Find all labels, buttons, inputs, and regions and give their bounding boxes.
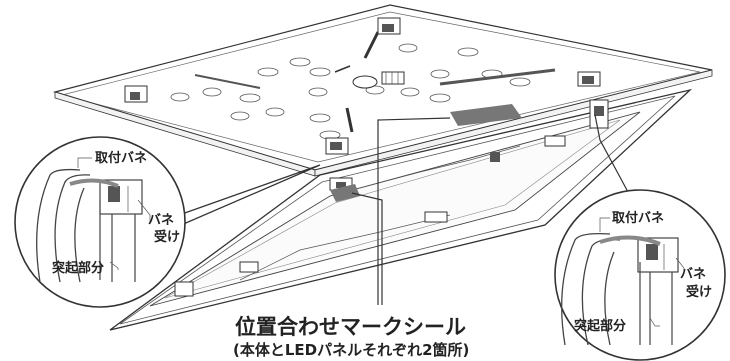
alignment-seal-panel	[330, 184, 360, 202]
left-spring-label: 取付バネ	[95, 150, 147, 166]
caption-subtitle: (本体とLEDパネルそれぞれ2箇所)	[233, 341, 469, 359]
fixture-body	[52, 4, 713, 177]
leader-line-panel-seal	[351, 192, 383, 305]
left-receiver-label-1: バネ	[148, 213, 174, 228]
caption-title: 位置合わせマークシール	[235, 315, 466, 339]
leader-line-body-seal	[377, 117, 451, 305]
right-protrusion-label: 突起部分	[574, 318, 626, 334]
left-protrusion-label: 突起部分	[52, 260, 104, 276]
terminal-block	[352, 71, 405, 89]
led-panel	[109, 88, 693, 331]
callout-left	[14, 136, 321, 308]
body-bracket-right	[577, 71, 601, 87]
right-receiver-label-1: バネ	[680, 267, 706, 282]
body-bracket-left	[124, 85, 148, 103]
alignment-seal-body	[450, 104, 522, 126]
callout-right	[554, 114, 726, 361]
right-receiver-label-2: 受け	[686, 284, 712, 300]
body-bracket-bottom	[325, 137, 349, 155]
left-receiver-label-2: 受け	[154, 229, 180, 245]
right-spring-label: 取付バネ	[612, 210, 664, 226]
body-bracket-top	[377, 17, 401, 35]
